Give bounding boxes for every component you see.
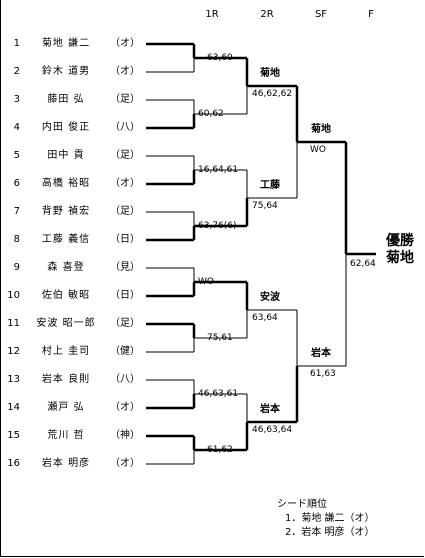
player-number: 13: [7, 374, 20, 385]
r1-score: 46,63,61: [198, 389, 239, 399]
seed-list: シード順位 1．菊地 謙二（オ） 2．岩本 明彦（オ）: [277, 498, 375, 540]
player-team: （健）: [110, 346, 140, 357]
player-team: （オ）: [110, 458, 140, 469]
player-name: 田中 貢: [47, 150, 85, 161]
player-team: （日）: [110, 290, 140, 301]
r2-winner: 安波: [260, 292, 280, 303]
player-team: （足）: [110, 150, 140, 161]
player-name: 森 喜登: [47, 262, 85, 273]
round-header-sf: SF: [314, 9, 328, 20]
player-number: 16: [7, 458, 20, 469]
player-number: 8: [13, 234, 20, 245]
player-name: 岩本 良則: [41, 374, 91, 385]
r1-score: 63,60: [207, 53, 233, 63]
r1-score: WO: [198, 277, 214, 287]
player-number: 6: [13, 178, 20, 189]
player-name: 高橋 裕昭: [41, 178, 91, 189]
champion-block: 優勝 菊地: [379, 233, 421, 267]
final-score: 62,64: [350, 259, 376, 269]
r1-score: 75,61: [207, 333, 233, 343]
player-number: 9: [13, 262, 20, 273]
champion-label: 優勝: [386, 233, 414, 249]
player-team: （足）: [110, 94, 140, 105]
player-number: 4: [13, 122, 20, 133]
player-number: 10: [7, 290, 20, 301]
r2-score: 46,63,64: [252, 425, 293, 435]
sf-winner: 岩本: [311, 348, 331, 359]
player-team: （オ）: [110, 402, 140, 413]
player-number: 12: [7, 346, 20, 357]
player-name: 岩本 明彦: [41, 458, 91, 469]
player-number: 15: [7, 430, 20, 441]
r2-score: 46,62,62: [252, 89, 293, 99]
player-team: （見）: [110, 262, 140, 273]
seed-title: シード順位: [277, 499, 327, 510]
player-name: 村上 圭司: [41, 346, 91, 357]
player-team: （オ）: [110, 178, 140, 189]
r2-score: 75,64: [252, 201, 278, 211]
player-team: （八）: [110, 374, 140, 385]
player-number: 7: [13, 206, 20, 217]
player-team: （八）: [110, 122, 140, 133]
player-name: 鈴木 道男: [41, 66, 91, 77]
r2-score: 63,64: [252, 313, 278, 323]
r2-winner: 菊地: [260, 68, 280, 79]
round-header-f: F: [368, 9, 374, 20]
player-name: 工藤 義信: [41, 234, 91, 245]
player-name: 瀬戸 弘: [47, 402, 85, 413]
round-header-1r: 1R: [205, 9, 219, 20]
player-name: 荒川 哲: [47, 430, 85, 441]
player-team: （神）: [110, 430, 140, 441]
sf-score: WO: [310, 145, 326, 155]
player-number: 2: [13, 66, 20, 77]
player-team: （足）: [110, 206, 140, 217]
sf-score: 61,63: [310, 369, 336, 379]
r2-winner: 岩本: [260, 404, 280, 415]
player-number: 11: [7, 318, 20, 329]
player-number: 5: [13, 150, 20, 161]
r1-score: 63,76(6): [198, 221, 237, 231]
r1-score: 61,62: [207, 445, 233, 455]
player-name: 背野 禎宏: [41, 206, 91, 217]
sf-winner: 菊地: [311, 124, 331, 135]
player-team: （オ）: [110, 38, 140, 49]
r2-winner: 工藤: [260, 180, 280, 191]
player-name: 藤田 弘: [47, 94, 85, 105]
r1-score: 16,64,61: [198, 165, 239, 175]
player-name: 内田 俊正: [41, 122, 91, 133]
player-number: 14: [7, 402, 20, 413]
player-team: （オ）: [110, 66, 140, 77]
champion-name: 菊地: [386, 250, 414, 266]
player-team: （日）: [110, 234, 140, 245]
player-name: 菊地 謙二: [41, 38, 91, 49]
seed-line-1: 1．菊地 謙二（オ）: [285, 513, 375, 524]
r1-score: 60,62: [198, 109, 224, 119]
player-team: （足）: [110, 318, 140, 329]
round-header-2r: 2R: [260, 9, 274, 20]
seed-line-2: 2．岩本 明彦（オ）: [285, 527, 375, 538]
player-number: 3: [13, 94, 20, 105]
player-name: 佐伯 敏昭: [41, 290, 91, 301]
player-name: 安波 昭一郎: [36, 318, 96, 329]
player-number: 1: [13, 38, 20, 49]
